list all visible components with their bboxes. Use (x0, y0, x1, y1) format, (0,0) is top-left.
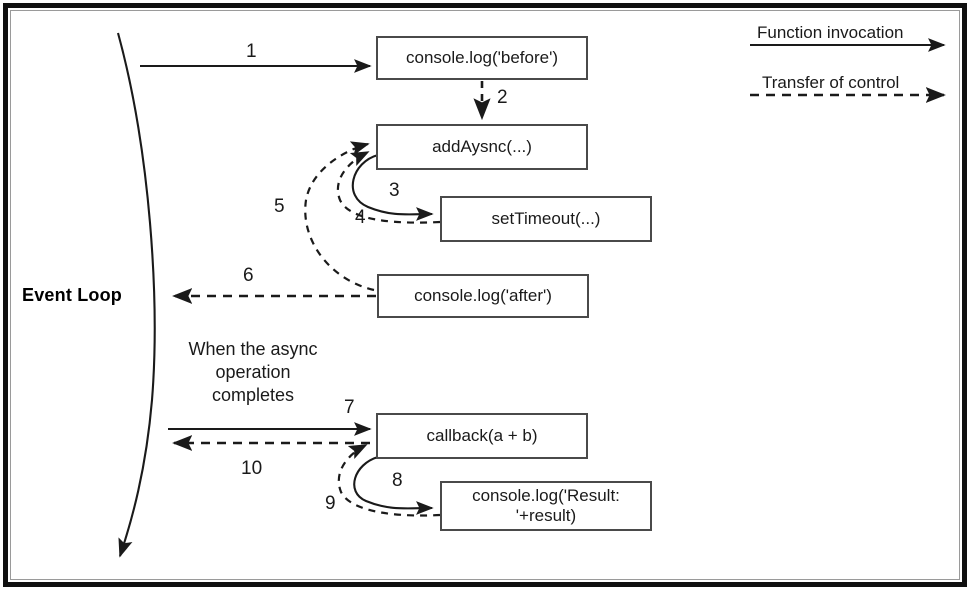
async-completion-note: When the async operation completes (188, 339, 318, 405)
node-add-async[interactable]: addAysnc(...) (376, 124, 588, 170)
arrow-3-invoke-settimeout (351, 153, 434, 221)
node-set-timeout[interactable]: setTimeout(...) (440, 196, 652, 242)
event-loop-curve (116, 32, 156, 558)
step-label-9: 9 (325, 493, 336, 514)
arrow-9-transfer-to-callback (337, 444, 441, 517)
node-callback[interactable]: callback(a + b) (376, 413, 588, 459)
outer-frame (3, 3, 967, 587)
node-console-log-after[interactable]: console.log('after') (377, 274, 589, 318)
step-label-1: 1 (246, 41, 257, 62)
step-label-2: 2 (497, 87, 508, 108)
node-console-log-before[interactable]: console.log('before') (376, 36, 588, 80)
step-label-6: 6 (243, 265, 254, 286)
node-console-log-result[interactable]: console.log('Result: '+result) (440, 481, 652, 531)
legend-label-function-invocation: Function invocation (757, 23, 904, 42)
arrow-5-transfer-to-after (304, 141, 375, 292)
step-label-5: 5 (274, 196, 285, 217)
event-loop-label: Event Loop (22, 285, 122, 305)
step-label-10: 10 (241, 458, 263, 479)
step-label-3: 3 (389, 180, 400, 201)
legend-label-transfer-of-control: Transfer of control (762, 73, 900, 92)
arrow-8-invoke-result-log (353, 455, 434, 515)
arrow-4-transfer-to-addasync (336, 151, 441, 224)
step-label-7: 7 (344, 397, 355, 418)
step-label-4: 4 (355, 207, 366, 228)
step-label-8: 8 (392, 470, 403, 491)
